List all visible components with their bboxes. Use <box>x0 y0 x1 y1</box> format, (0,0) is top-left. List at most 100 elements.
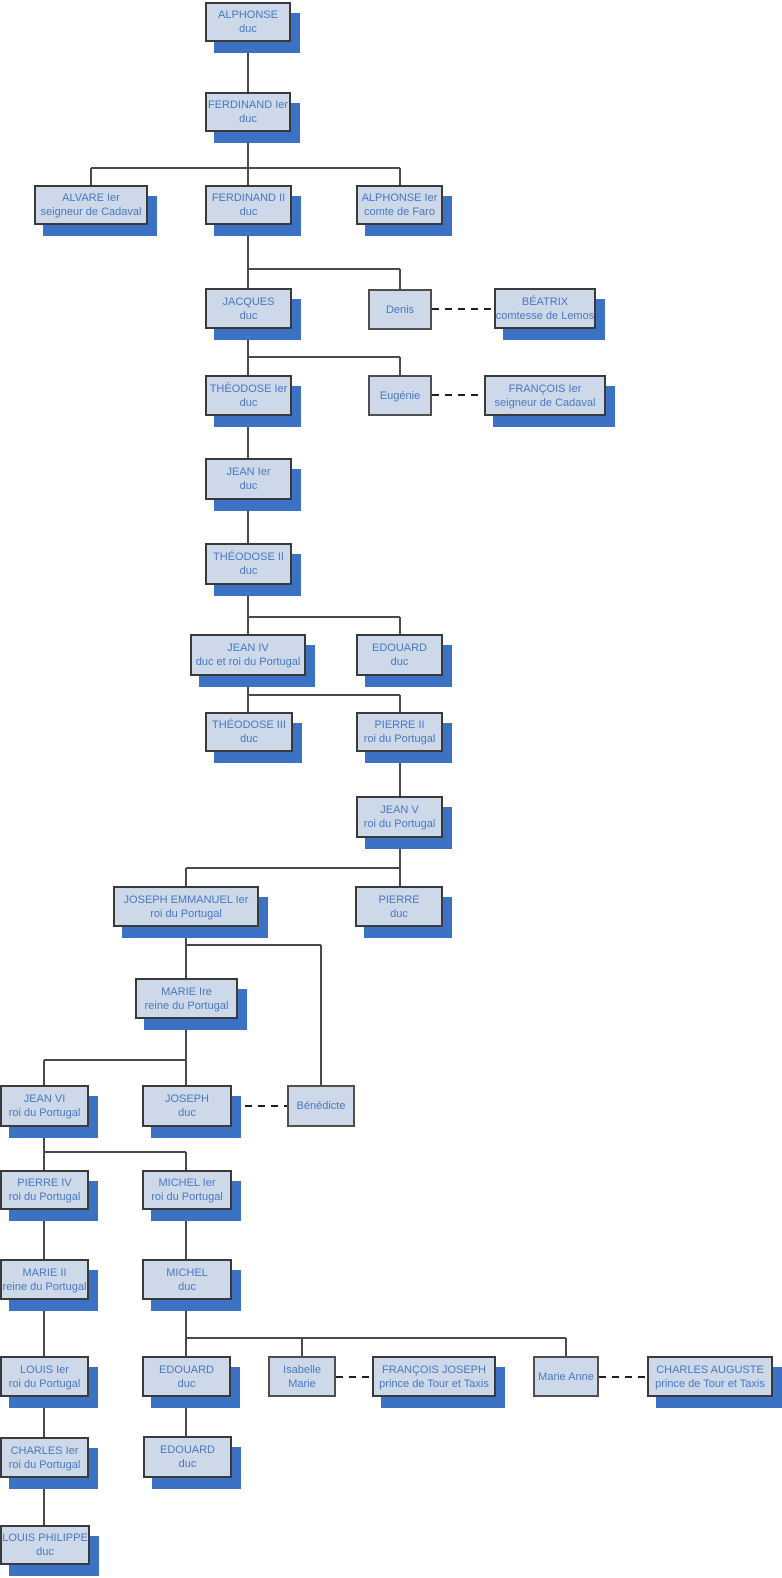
node-marie-anne: Marie Anne <box>533 1356 599 1397</box>
node-benedicte: Bénédicte <box>287 1085 355 1127</box>
node-title-label: roi du Portugal <box>8 1191 81 1203</box>
node-denis: Denis <box>368 289 432 330</box>
node-name-label: Denis <box>385 303 415 316</box>
node-title-label: duc <box>239 565 258 577</box>
node-name-label: JOSEPH <box>164 1093 209 1105</box>
node-name-label: THÉODOSE II <box>213 551 284 563</box>
node-title-label: duc <box>178 1458 197 1470</box>
node-name-label: EDOUARD <box>158 1363 214 1376</box>
node-title-label: duc <box>239 480 258 492</box>
node-name-label: CHARLES Ier <box>10 1444 79 1457</box>
node-louis-philippe: LOUIS PHILIPPE duc <box>0 1525 90 1565</box>
node-title-label: comtesse de Lemos <box>495 309 595 322</box>
node-name-label: FERDINAND II <box>211 192 286 204</box>
node-title-label: roi du Portugal <box>363 818 436 830</box>
node-name-label: Eugénie <box>379 389 421 402</box>
node-title-label: duc et roi du Portugal <box>195 656 301 668</box>
node-title-label: duc <box>178 1107 196 1119</box>
node-eugenie: Eugénie <box>368 375 432 416</box>
node-title-label: duc <box>240 733 258 745</box>
node-edouard-duc-3: EDOUARD duc <box>143 1436 232 1478</box>
node-alphonse-faro: ALPHONSE Ier comte de Faro <box>356 185 443 225</box>
node-pierre-2: PIERRE II roi du Portugal <box>356 712 443 752</box>
node-name-label: JEAN VI <box>23 1093 66 1105</box>
node-name-label: PIERRE IV <box>17 1177 72 1189</box>
node-title-label: reine du Portugal <box>2 1280 87 1293</box>
node-joseph-duc: JOSEPH duc <box>142 1085 232 1127</box>
node-name-label: CHARLES AUGUSTE <box>656 1363 764 1376</box>
node-name-label: FRANÇOIS Ier <box>508 382 582 395</box>
node-name-label: JACQUES <box>222 295 275 308</box>
node-name-label: JEAN V <box>380 804 419 816</box>
node-title-label: duc <box>239 309 258 322</box>
node-name-label: Bénédicte <box>296 1100 346 1112</box>
node-title-label: reine du Portugal <box>144 999 229 1012</box>
node-name-label: THÉODOSE Ier <box>209 382 288 395</box>
node-title-label: duc <box>178 1280 196 1293</box>
node-title-label: duc <box>239 113 257 125</box>
node-title-label: comte de Faro <box>364 206 435 218</box>
node-ferdinand-2: FERDINAND II duc <box>205 185 292 225</box>
node-name-label: ALPHONSE Ier <box>361 192 438 204</box>
node-name-label: LOUIS PHILIPPE <box>2 1532 88 1544</box>
node-michel-1: MICHEL Ier roi du Portugal <box>142 1170 232 1210</box>
node-title-label: roi du Portugal <box>151 1191 223 1203</box>
node-pierre-4: PIERRE IV roi du Portugal <box>0 1170 89 1210</box>
node-alphonse-duc: ALPHONSE duc <box>205 2 291 42</box>
node-title-label: roi du Portugal <box>150 907 222 920</box>
node-name-label: MICHEL <box>166 1266 208 1279</box>
node-title-label: duc <box>390 656 409 668</box>
node-name-label: MARIE II <box>22 1266 67 1279</box>
node-jean-4: JEAN IV duc et roi du Portugal <box>190 634 306 676</box>
node-title-label: roi du Portugal <box>8 1458 81 1471</box>
node-title-label: duc <box>390 907 408 920</box>
node-title-label: Marie <box>288 1377 316 1390</box>
node-name-label: FERDINAND Ier <box>207 99 289 111</box>
node-name-label: LOUIS Ier <box>20 1363 69 1376</box>
node-title-label: seigneur de Cadaval <box>494 396 596 409</box>
node-title-label: roi du Portugal <box>8 1107 81 1119</box>
node-name-label: PIERRE II <box>374 719 425 731</box>
node-name-label: EDOUARD <box>371 642 427 654</box>
node-name-label: EDOUARD <box>159 1444 215 1456</box>
node-title-label: prince de Tour et Taxis <box>379 1377 489 1390</box>
node-title-label: duc <box>239 396 258 409</box>
node-name-label: ALPHONSE <box>218 9 278 21</box>
node-title-label: duc <box>36 1546 54 1558</box>
node-name-label: MICHEL Ier <box>158 1177 216 1189</box>
node-title-label: roi du Portugal <box>8 1377 81 1390</box>
node-name-label: THÉODOSE III <box>212 719 286 731</box>
node-edouard-duc-1: EDOUARD duc <box>356 634 443 676</box>
node-ferdinand-1: FERDINAND Ier duc <box>205 92 291 132</box>
node-name-label: JEAN IV <box>227 642 269 654</box>
node-title-label: roi du Portugal <box>363 733 436 745</box>
node-jean-5: JEAN V roi du Portugal <box>356 796 443 838</box>
node-jean-6: JEAN VI roi du Portugal <box>0 1085 89 1127</box>
node-name-label: Marie Anne <box>538 1370 594 1383</box>
node-title-label: duc <box>239 206 258 218</box>
node-title-label: duc <box>177 1377 196 1390</box>
node-name-label: Isabelle <box>283 1363 321 1376</box>
node-name-label: BÉATRIX <box>521 295 569 308</box>
node-name-label: MARIE Ire <box>161 985 212 998</box>
node-title-label: duc <box>239 23 257 35</box>
node-theodose-2: THÉODOSE II duc <box>205 543 292 585</box>
